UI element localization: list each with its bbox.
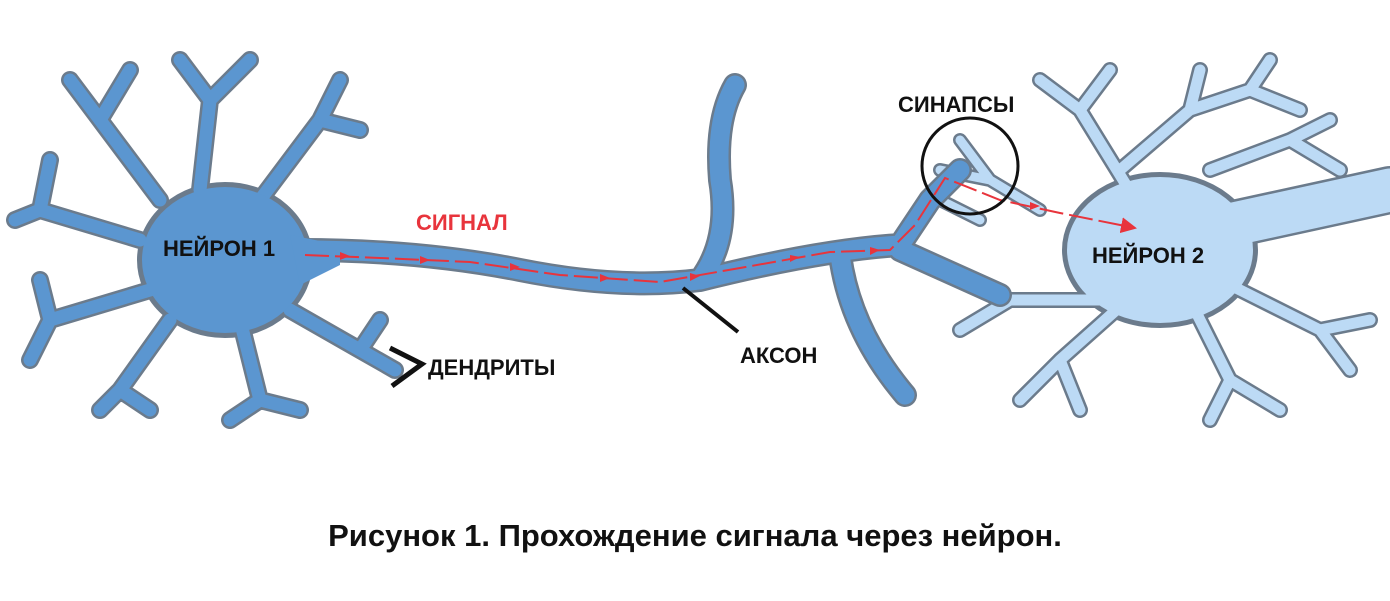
synapses-label: СИНАПСЫ — [898, 92, 1015, 117]
neuron-2-label: НЕЙРОН 2 — [1092, 243, 1205, 268]
synapse-circle — [920, 116, 1020, 216]
signal-arrowheads — [340, 202, 1040, 282]
neuron-1 — [6, 51, 1012, 429]
figure-caption: Рисунок 1. Прохождение сигнала через ней… — [328, 518, 1062, 553]
signal-label: СИГНАЛ — [416, 210, 508, 235]
axon-label: АКСОН — [740, 343, 818, 368]
dendrites-bracket — [388, 345, 427, 389]
dendrites-label: ДЕНДРИТЫ — [428, 355, 556, 380]
neuron-1-label: НЕЙРОН 1 — [163, 236, 276, 261]
axon-pointer — [681, 286, 740, 334]
signal-arrows — [304, 176, 1137, 284]
